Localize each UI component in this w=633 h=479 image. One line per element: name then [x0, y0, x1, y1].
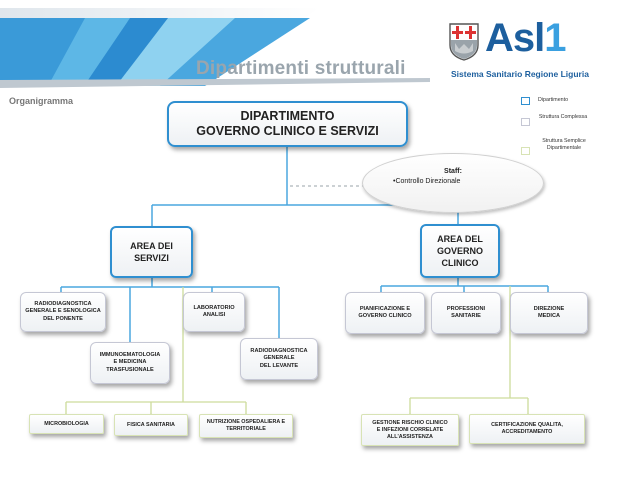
logo-subtitle: Sistema Sanitario Regione Liguria: [451, 69, 589, 79]
organigramma-label: Organigramma: [9, 96, 74, 106]
unit-certificazione-qualita: CERTIFICAZIONE QUALITA,ACCREDITAMENTO: [469, 414, 585, 444]
legend-swatch-semplice: [521, 147, 530, 155]
liguria-shield-icon: [449, 23, 479, 61]
staff-ellipse: Staff: •Controllo Direzionale: [362, 153, 544, 213]
legend-label-dipartimento: Dipartimento: [538, 97, 569, 103]
legend-swatch-dipartimento: [521, 97, 530, 105]
staff-title: Staff:: [444, 168, 462, 175]
page-title: Dipartimenti strutturali: [196, 58, 406, 79]
header-banner: [0, 0, 633, 95]
legend-label-complessa: Struttura Complessa: [538, 114, 588, 120]
legend-swatch-complessa: [521, 118, 530, 126]
unit-microbiologia: MICROBIOLOGIA: [29, 414, 104, 434]
staff-item-controllo-direzionale: •Controllo Direzionale: [393, 178, 461, 185]
legend-label-semplice: Struttura Semplice Dipartimentale: [542, 138, 586, 151]
unit-fisica-sanitaria: FISICA SANITARIA: [114, 414, 188, 436]
logo-wordmark: Asl1: [485, 16, 567, 60]
